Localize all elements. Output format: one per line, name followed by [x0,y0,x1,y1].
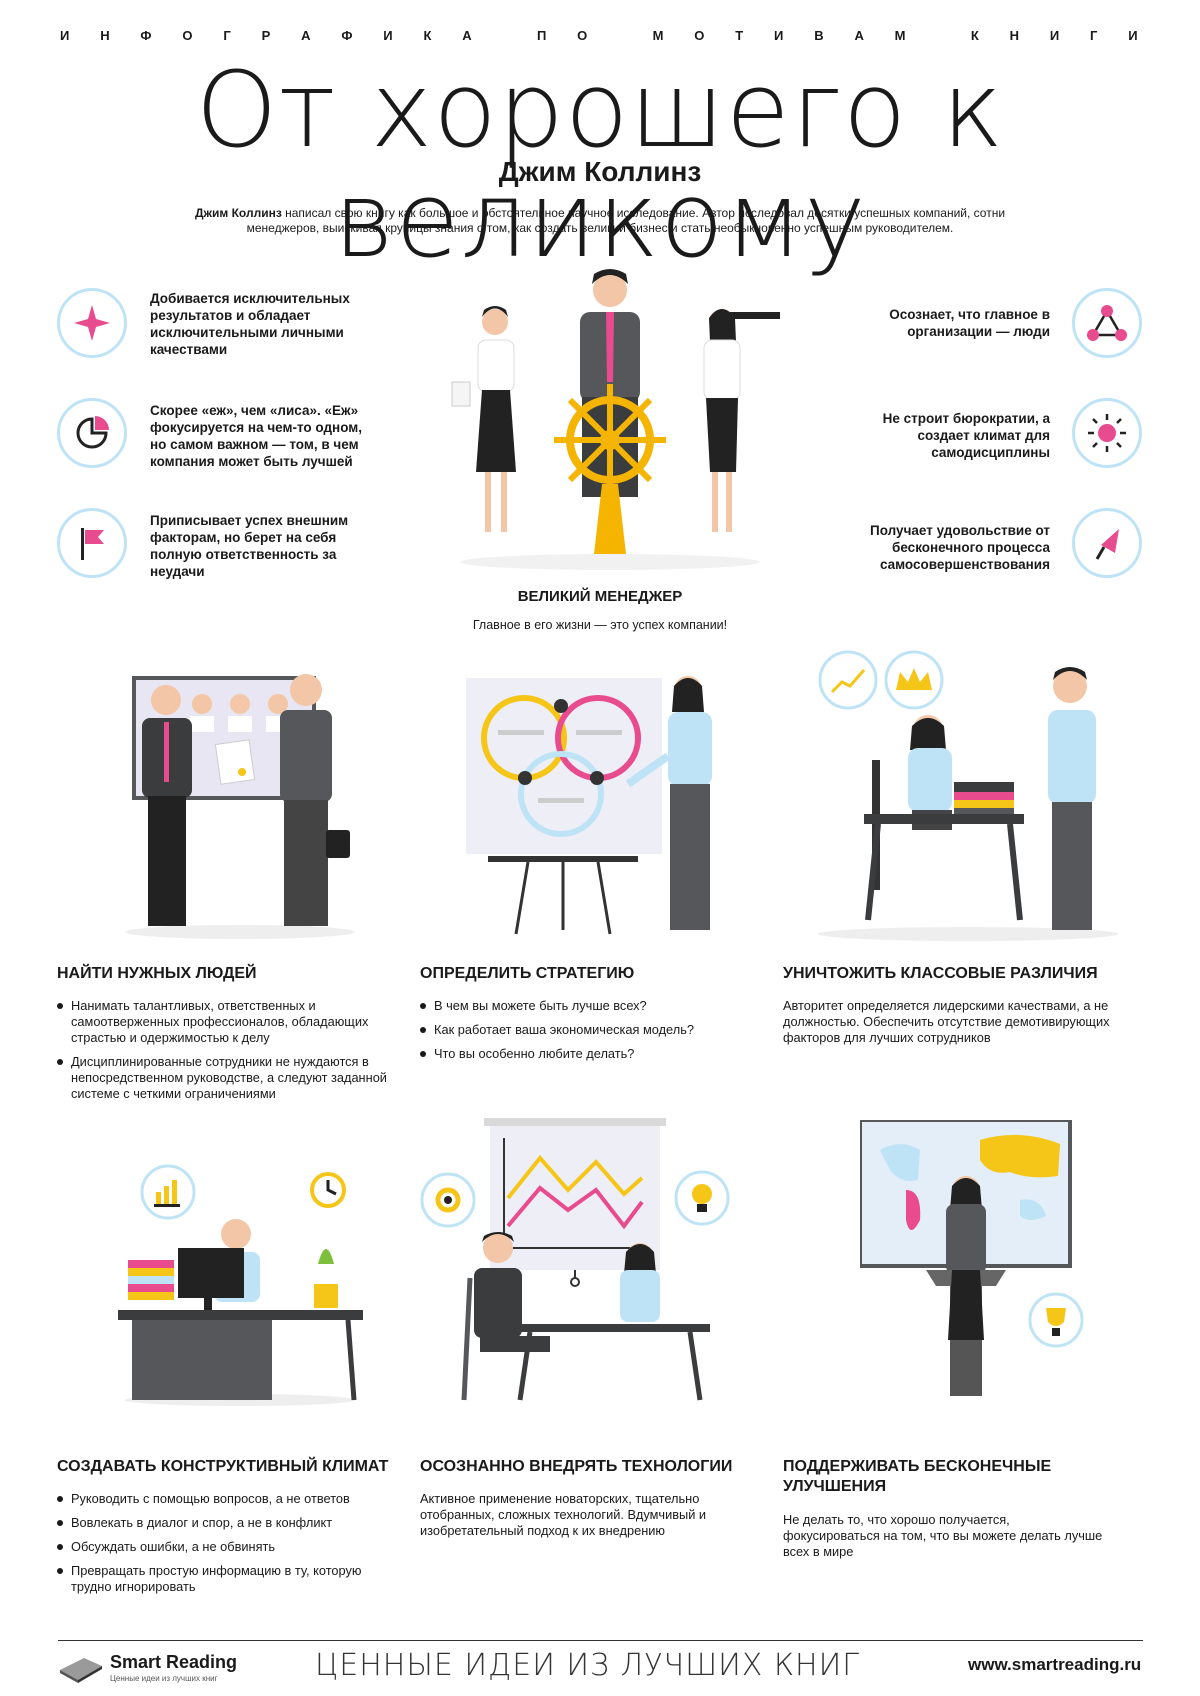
section-improve-text: Не делать то, что хорошо получается, фок… [783,1512,1103,1559]
great-manager-illustration [430,262,790,570]
center-title: ВЕЛИКИЙ МЕНЕДЖЕР [517,588,683,605]
list-item: Обсуждать ошибки, а не обвинять [57,1539,387,1555]
network-icon [1072,288,1142,358]
caption-letter [618,28,624,43]
list-item: Превращать простую информацию в ту, кото… [57,1563,387,1595]
section-tech-title: ОСОЗНАННО ВНЕДРЯТЬ ТЕХНОЛОГИИ [420,1458,733,1475]
section-class-text: Авторитет определяется лидерскими качест… [783,998,1110,1045]
section-people-list: Нанимать талантливых, ответственных и са… [57,998,387,1110]
pie-chart-icon [57,398,127,468]
caption-letter: К [423,28,434,43]
caption-letter: И [383,28,395,43]
section-people-title: НАЙТИ НУЖНЫХ ЛЮДЕЙ [57,965,257,982]
trait-left-1: Добивается исключительных результатов и … [150,291,350,357]
strategy-illustration [458,672,728,940]
trait-left-2: Скорее «еж», чем «лиса». «Еж» фокусирует… [150,403,363,469]
book-author: Джим Коллинз [498,156,702,187]
caption-letter: И [60,28,72,43]
caption-letter: К [970,28,981,43]
caption-letter [502,28,508,43]
caption-letter: О [577,28,590,43]
caption-letter: А [854,28,866,43]
list-item: Нанимать талантливых, ответственных и са… [57,998,387,1046]
trait-left-3: Приписывает успех внешним факторам, но б… [150,513,349,579]
section-improve-title: ПОДДЕРЖИВАТЬ БЕСКОНЕЧНЫЕ УЛУЧШЕНИЯ [783,1458,1052,1495]
caption-letter: А [301,28,313,43]
sun-icon [1072,398,1142,468]
section-climate-title: СОЗДАВАТЬ КОНСТРУКТИВНЫЙ КЛИМАТ [57,1458,389,1475]
caption-letter: И [1128,28,1140,43]
trait-right-1: Осознает, что главное в организации — лю… [889,307,1050,339]
intro-text: Джим Коллинз написал свою книгу как боль… [180,206,1020,236]
section-strategy-title: ОПРЕДЕЛИТЬ СТРАТЕГИЮ [420,965,635,982]
intro-rest: написал свою книгу как большое и обстоят… [246,206,1006,235]
climate-illustration [118,1164,363,1406]
flag-icon [57,508,127,578]
list-item: Что вы особенно любите делать? [420,1046,740,1062]
brand-tagline: Ценные идеи из лучших книг [110,1674,218,1683]
footer-slogan: ЦЕННЫЕ ИДЕИ ИЗ ЛУЧШИХ КНИГ [315,1648,860,1683]
caption-letter: А [462,28,474,43]
trait-right-2: Не строит бюрократии, а создает климат д… [882,411,1050,460]
caption-letter: И [1049,28,1062,43]
list-item: Дисциплинированные сотрудники не нуждают… [57,1054,387,1102]
brand-name: Smart Reading [110,1652,238,1672]
caption-letter: Г [223,28,233,43]
list-item: Руководить с помощью вопросов, а не отве… [57,1491,387,1507]
caption-letter: Т [735,28,746,43]
caption-letter: И [774,28,786,43]
section-tech-text: Активное применение новаторских, тщатель… [420,1491,707,1538]
section-class-title: УНИЧТОЖИТЬ КЛАССОВЫЕ РАЗЛИЧИЯ [783,965,1098,982]
caption-letter: Н [1009,28,1021,43]
equality-illustration [808,650,1128,942]
caption-letter: Р [261,28,273,43]
caption-letter: М [652,28,666,43]
intro-bold: Джим Коллинз [194,206,282,220]
caption-letter: Г [1090,28,1100,43]
pin-icon [1072,508,1142,578]
section-climate-list: Руководить с помощью вопросов, а не отве… [57,1491,387,1603]
caption-letter: Ф [341,28,355,43]
caption-letter: В [814,28,826,43]
footer-divider [58,1640,1143,1641]
list-item: В чем вы можете быть лучше всех? [420,998,740,1014]
center-subtitle: Главное в его жизни — это успех компании… [472,618,728,632]
brand-logo-icon [58,1654,104,1684]
section-strategy-list: В чем вы можете быть лучше всех? Как раб… [420,998,740,1070]
improvement-illustration [860,1120,1110,1405]
caption-letter: П [536,28,549,43]
caption-letter: О [182,28,195,43]
caption-letter [936,28,942,43]
technology-illustration [420,1118,730,1406]
list-item: Вовлекать в диалог и спор, а не в конфли… [57,1515,387,1531]
page-title: От хорошего к великому [195,49,1005,281]
caption-letter: Н [100,28,112,43]
caption-letter: Ф [140,28,154,43]
caption-letter: О [694,28,707,43]
trait-right-3: Получает удовольствие от бесконечного пр… [870,523,1050,572]
caption-letter: М [894,28,908,43]
star-icon [57,288,127,358]
hiring-illustration [120,670,360,940]
list-item: Как работает ваша экономическая модель? [420,1022,740,1038]
website-link[interactable]: www.smartreading.ru [968,1655,1142,1674]
